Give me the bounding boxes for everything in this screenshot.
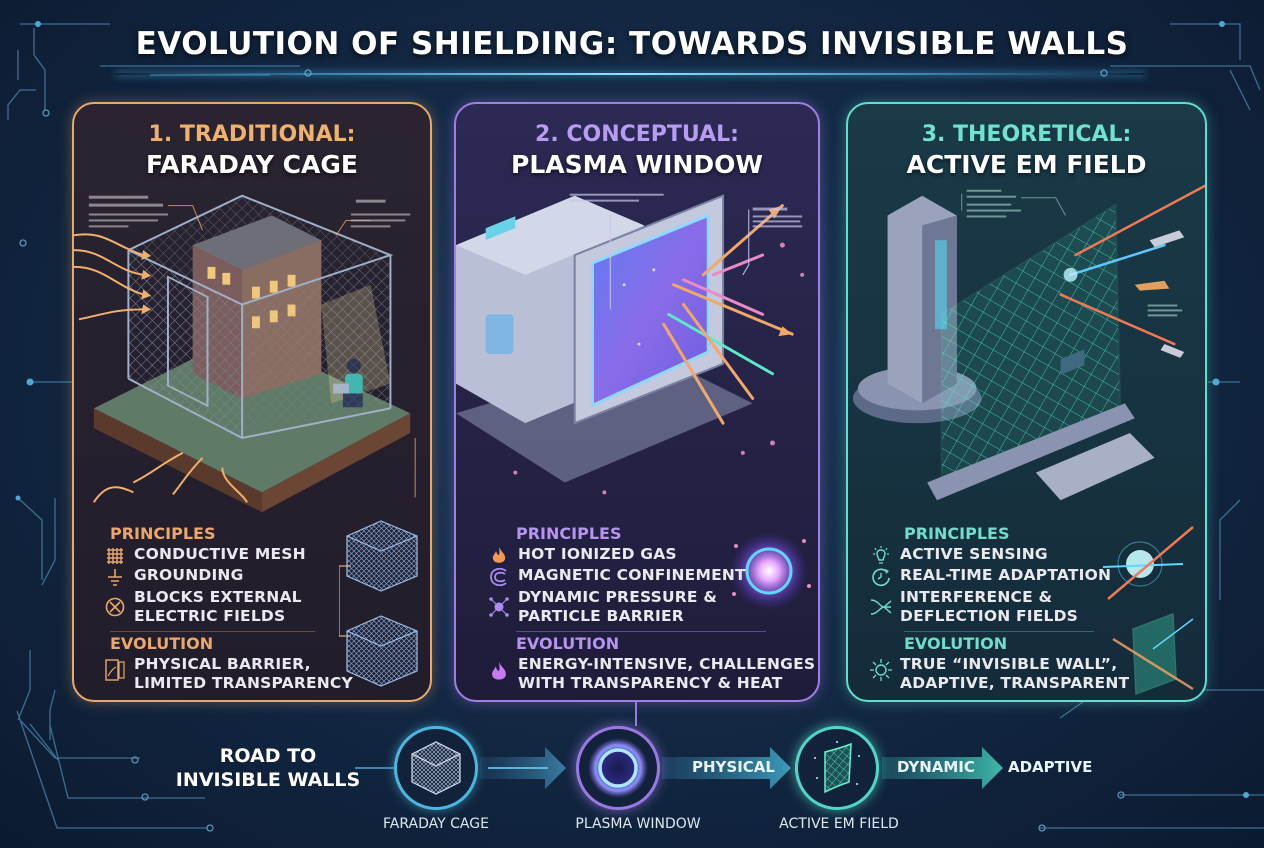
principle-item: HOT IONIZED GAS [488,545,677,567]
principle-item: DYNAMIC PRESSURE & PARTICLE BARRIER [488,588,738,626]
evolution-item: ENERGY-INTENSIVE, CHALLENGES WITH TRANSP… [488,655,818,693]
title-divider [115,73,1145,75]
road-node-label: ACTIVE EM FIELD [779,816,899,832]
principle-item: MAGNETIC CONFINEMENT [488,566,746,588]
section-divider [904,631,1094,632]
refresh-clock-icon [870,566,892,588]
deflection-arrows-icon [870,596,892,618]
road-node-plasma-window [576,726,660,810]
active-em-field-illustration [852,184,1205,501]
deflection-burst-icons [1102,526,1194,696]
particle-node-icon [488,596,510,618]
transition-label: PHYSICAL [692,758,775,776]
faraday-cage-illustration [74,194,416,513]
flame-icon [488,661,510,683]
section-divider [110,631,315,632]
plasma-ring-icon [588,738,648,798]
evolution-heading: EVOLUTION [110,634,214,653]
transition-label: DYNAMIC [897,758,975,776]
transition-label: ADAPTIVE [1008,758,1093,776]
principles-heading: PRINCIPLES [110,524,216,543]
card-plasma-window: 2. CONCEPTUAL: PLASMA WINDOW [454,102,820,702]
lightbulb-icon [870,545,892,567]
principle-item: ACTIVE SENSING [870,545,1048,567]
mesh-cube-icon [411,741,461,795]
evolution-item: PHYSICAL BARRIER, LIMITED TRANSPARENCY [104,655,354,693]
mesh-grid-icon [104,545,126,567]
mesh-cube-icons [339,520,418,687]
page-title: EVOLUTION OF SHIELDING: TOWARDS INVISIBL… [135,26,1129,62]
evolution-heading: EVOLUTION [516,634,620,653]
road-node-label: PLASMA WINDOW [575,816,701,832]
star-burst-icon [870,659,892,681]
principle-item: CONDUCTIVE MESH [104,545,306,567]
principle-item: REAL-TIME ADAPTATION [870,566,1111,588]
plasma-window-illustration [456,193,805,495]
card-title: ACTIVE EM FIELD [906,150,1147,179]
plasma-orb-icon [729,531,811,611]
evolution-heading: EVOLUTION [904,634,1008,653]
flame-icon [488,545,510,567]
card-faraday-cage: 1. TRADITIONAL: FARADAY CAGE [72,102,432,702]
card-active-em-field: 3. THEORETICAL: ACTIVE EM FIELD [846,102,1207,702]
road-node-faraday-cage [394,726,478,810]
evolution-item: TRUE “INVISIBLE WALL”, ADAPTIVE, TRANSPA… [870,655,1130,693]
magnet-icon [488,566,510,588]
card-kicker: 2. CONCEPTUAL: [535,122,739,147]
road-node-label: FARADAY CAGE [383,816,489,832]
card-title: PLASMA WINDOW [511,150,763,179]
ground-symbol-icon [104,566,126,588]
card-kicker: 1. TRADITIONAL: [148,122,356,147]
em-field-panel-icon [814,741,860,794]
road-title: ROAD TO INVISIBLE WALLS [175,745,361,791]
principle-item: BLOCKS EXTERNAL ELECTRIC FIELDS [104,588,334,626]
card-title: FARADAY CAGE [146,150,358,179]
principle-item: INTERFERENCE & DEFLECTION FIELDS [870,588,1110,626]
barrier-panel-icon [104,659,126,681]
road-node-active-em-field [795,726,879,810]
card-kicker: 3. THEORETICAL: [921,122,1132,147]
principles-heading: PRINCIPLES [516,524,622,543]
section-divider [516,631,766,632]
blocked-circle-x-icon [104,596,126,618]
principle-item: GROUNDING [104,566,244,588]
principles-heading: PRINCIPLES [904,524,1010,543]
